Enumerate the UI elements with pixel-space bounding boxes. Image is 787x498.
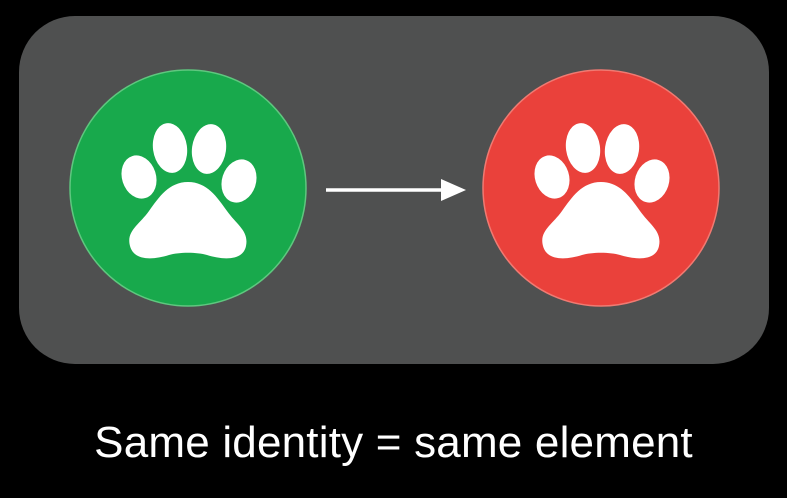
green-paw-element [69, 69, 307, 307]
caption-text: Same identity = same element [94, 418, 693, 467]
paw-icon [482, 69, 720, 307]
paw-icon [69, 69, 307, 307]
red-paw-element [482, 69, 720, 307]
arrow-right-icon [325, 176, 467, 204]
